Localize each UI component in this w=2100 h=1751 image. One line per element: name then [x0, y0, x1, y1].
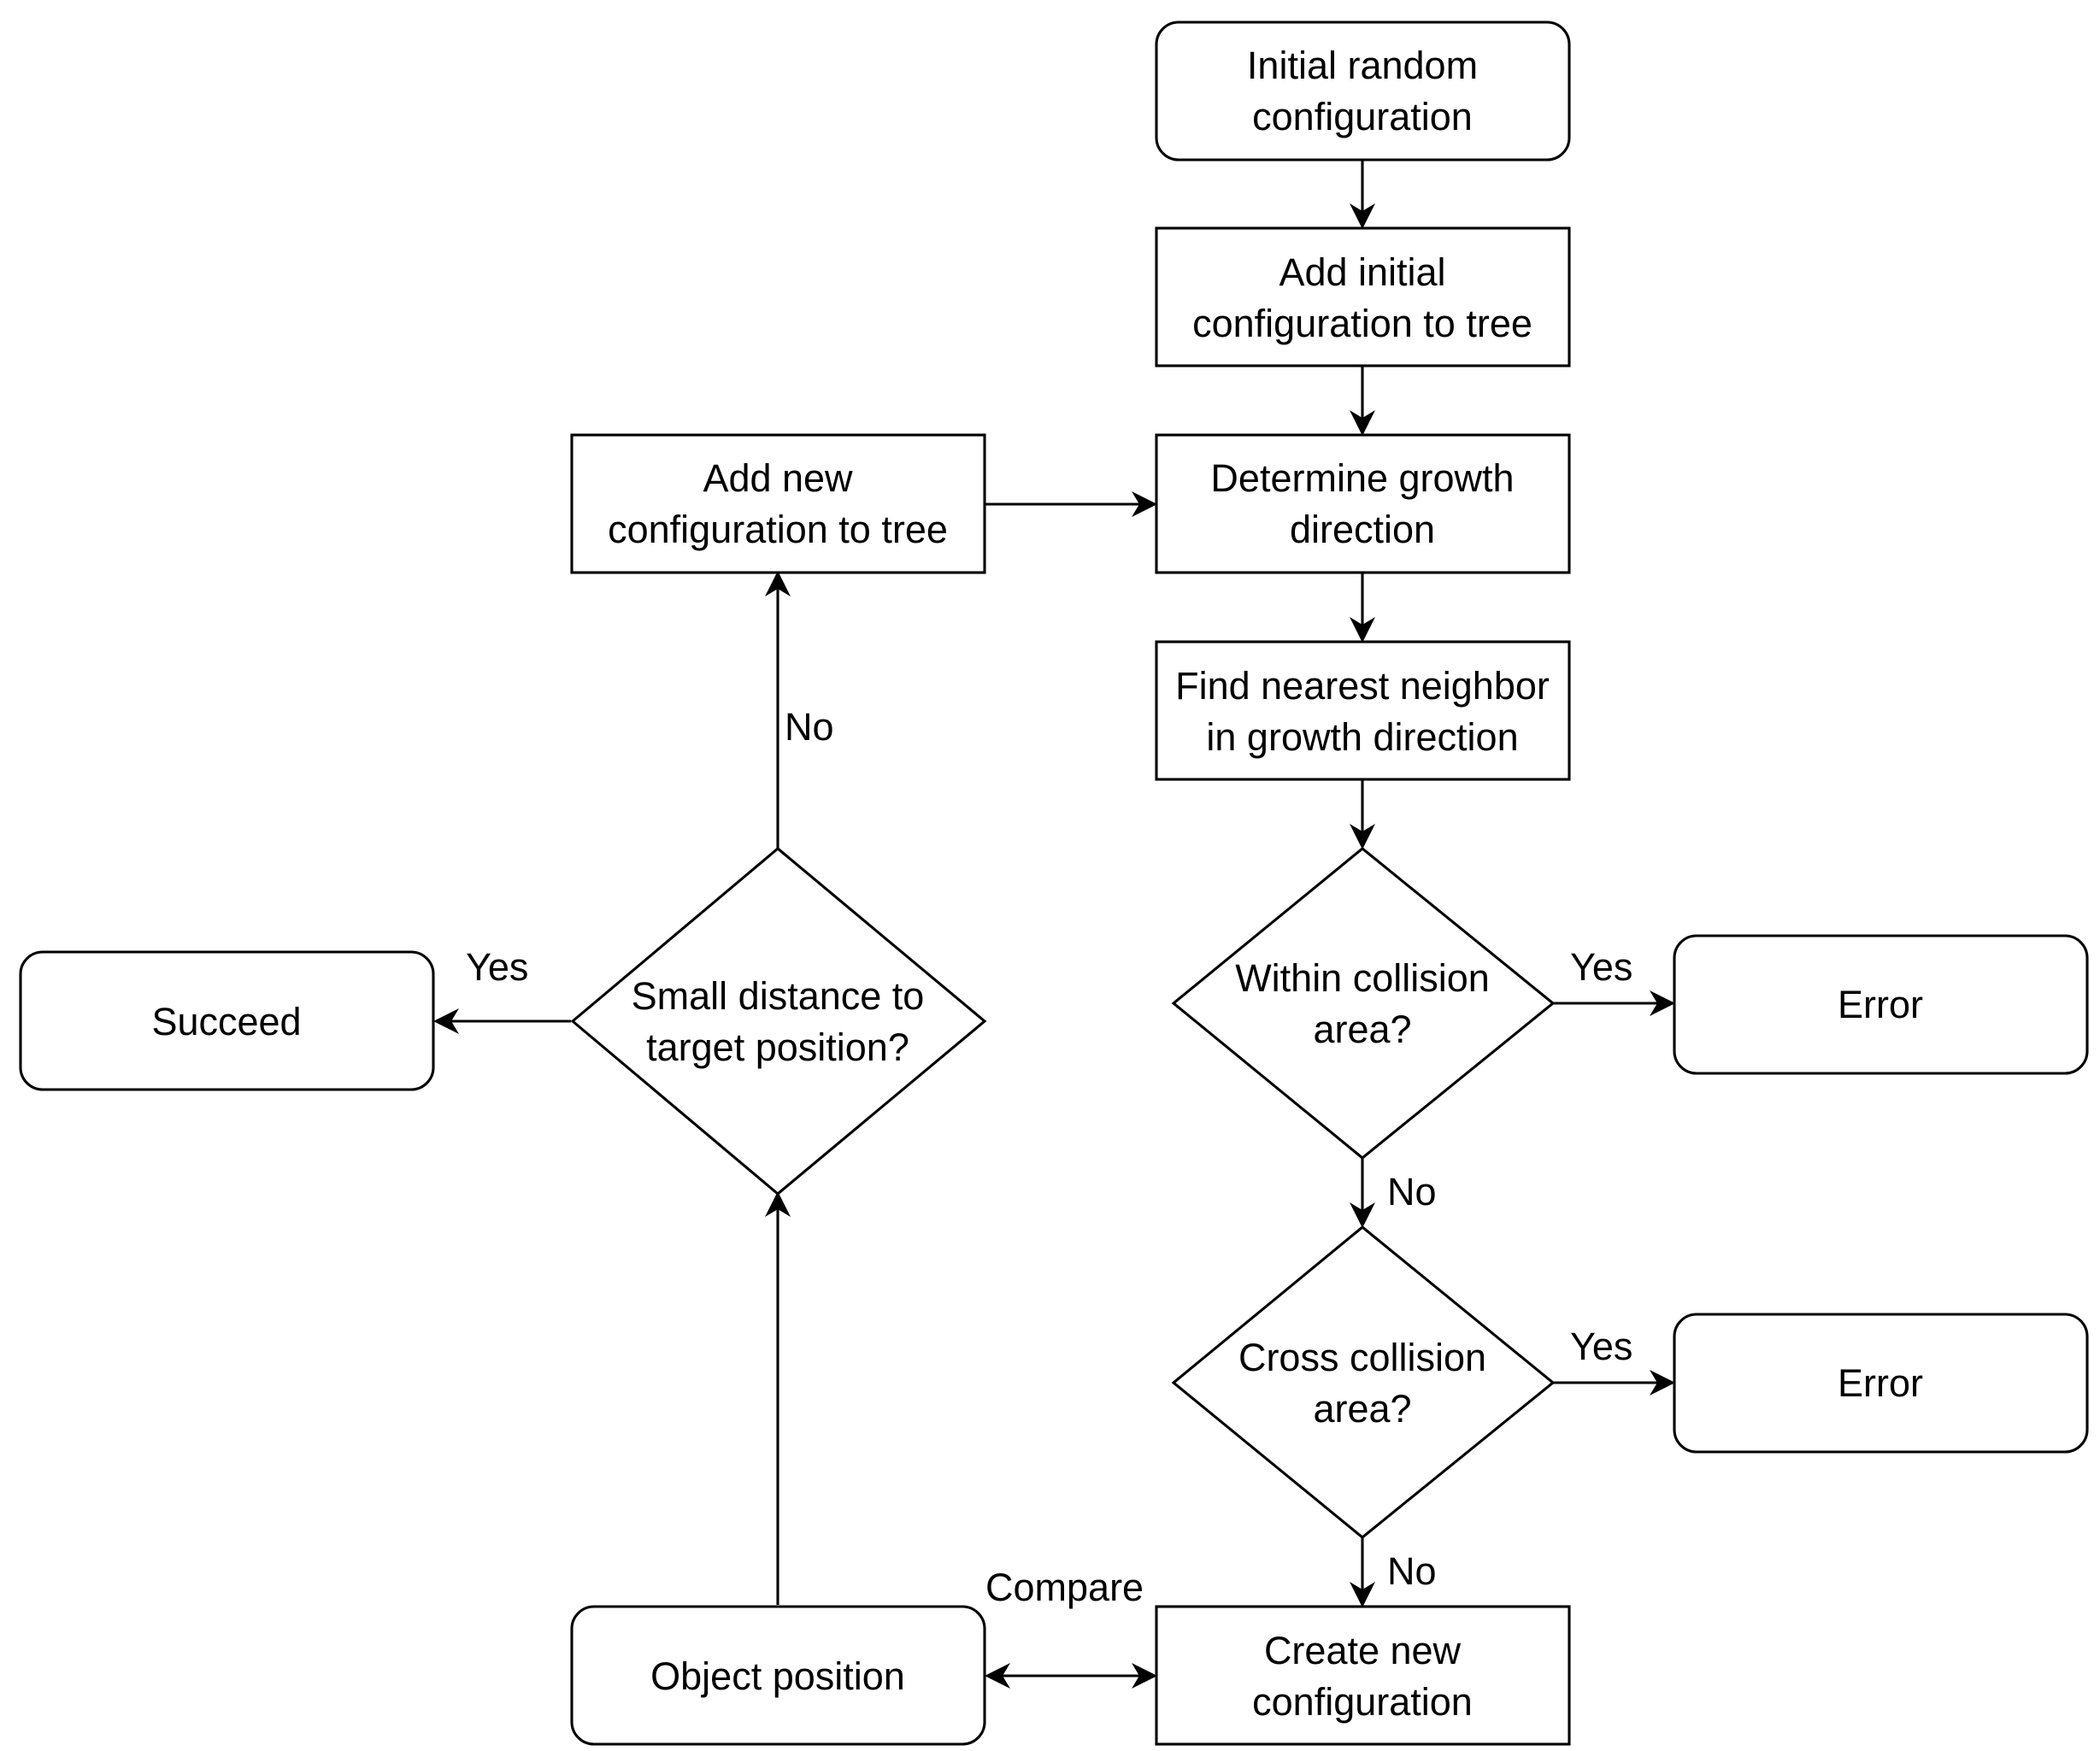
label-cross-no: No — [1387, 1549, 1437, 1593]
node-object-position-text: Object position — [650, 1654, 905, 1698]
node-text-line: target position? — [646, 1025, 909, 1069]
node-text-line: configuration to tree — [1192, 302, 1532, 345]
node-text-line: Initial random — [1247, 44, 1478, 87]
node-small-distance[interactable]: Small distance to target position? — [570, 846, 987, 1196]
node-create-new[interactable]: Create new configuration — [1155, 1605, 1571, 1746]
label-distance-no: No — [785, 705, 834, 749]
node-text-line: Add new — [703, 456, 853, 500]
edge-labels: Yes No Yes No Compare Yes No — [466, 705, 1632, 1609]
node-text-line: area? — [1313, 1008, 1411, 1051]
node-add-new-text: Add new configuration to tree — [608, 456, 948, 551]
node-object-position[interactable]: Object position — [570, 1605, 986, 1746]
label-within-yes: Yes — [1570, 945, 1632, 989]
node-within-collision-text: Within collision area? — [1235, 956, 1490, 1051]
node-add-new[interactable]: Add new configuration to tree — [570, 433, 986, 574]
node-text-line: Error — [1838, 1361, 1923, 1405]
label-distance-yes: Yes — [466, 945, 528, 989]
label-within-no: No — [1387, 1170, 1437, 1213]
node-error-cross-text: Error — [1838, 1361, 1923, 1405]
node-find-nearest[interactable]: Find nearest neighbor in growth direction — [1155, 640, 1571, 781]
node-determine-growth-text: Determine growth direction — [1210, 456, 1514, 551]
node-text-line: Object position — [650, 1654, 905, 1698]
node-initial-random[interactable]: Initial random configuration — [1155, 21, 1571, 162]
node-create-new-text: Create new configuration — [1252, 1629, 1473, 1724]
node-cross-collision[interactable]: Cross collision area? — [1171, 1225, 1556, 1539]
node-text-line: configuration to tree — [608, 508, 948, 551]
node-error-within[interactable]: Error — [1673, 934, 2089, 1075]
node-text-line: direction — [1290, 508, 1435, 551]
node-add-initial[interactable]: Add initial configuration to tree — [1155, 226, 1571, 367]
label-compare: Compare — [985, 1566, 1144, 1609]
node-text-line: configuration — [1252, 1680, 1473, 1724]
node-text-line: Succeed — [151, 1000, 301, 1043]
node-text-line: Add initial — [1279, 250, 1445, 294]
node-text-line: Find nearest neighbor — [1175, 664, 1550, 708]
node-error-within-text: Error — [1838, 983, 1923, 1026]
label-cross-yes: Yes — [1570, 1325, 1632, 1368]
node-small-distance-text: Small distance to target position? — [632, 974, 925, 1069]
node-error-cross[interactable]: Error — [1673, 1313, 2089, 1454]
nodes: Initial random configuration Add initial c… — [19, 21, 2089, 1746]
node-text-line: Create new — [1264, 1629, 1462, 1672]
node-succeed[interactable]: Succeed — [19, 950, 435, 1091]
node-cross-collision-text: Cross collision area? — [1238, 1336, 1486, 1431]
node-text-line: configuration — [1252, 95, 1473, 138]
node-text-line: Small distance to — [632, 974, 925, 1018]
node-text-line: Error — [1838, 983, 1923, 1026]
node-initial-random-text: Initial random configuration — [1247, 44, 1478, 138]
node-add-initial-text: Add initial configuration to tree — [1192, 250, 1532, 345]
node-determine-growth[interactable]: Determine growth direction — [1155, 433, 1571, 574]
node-text-line: area? — [1313, 1387, 1411, 1431]
node-text-line: Cross collision — [1238, 1336, 1486, 1379]
node-text-line: in growth direction — [1206, 715, 1518, 759]
node-within-collision[interactable]: Within collision area? — [1171, 847, 1556, 1160]
node-text-line: Determine growth — [1210, 456, 1514, 500]
edges — [433, 160, 1675, 1689]
node-text-line: Within collision — [1235, 956, 1490, 1000]
node-succeed-text: Succeed — [151, 1000, 301, 1043]
node-find-nearest-text: Find nearest neighbor in growth direction — [1175, 664, 1550, 759]
